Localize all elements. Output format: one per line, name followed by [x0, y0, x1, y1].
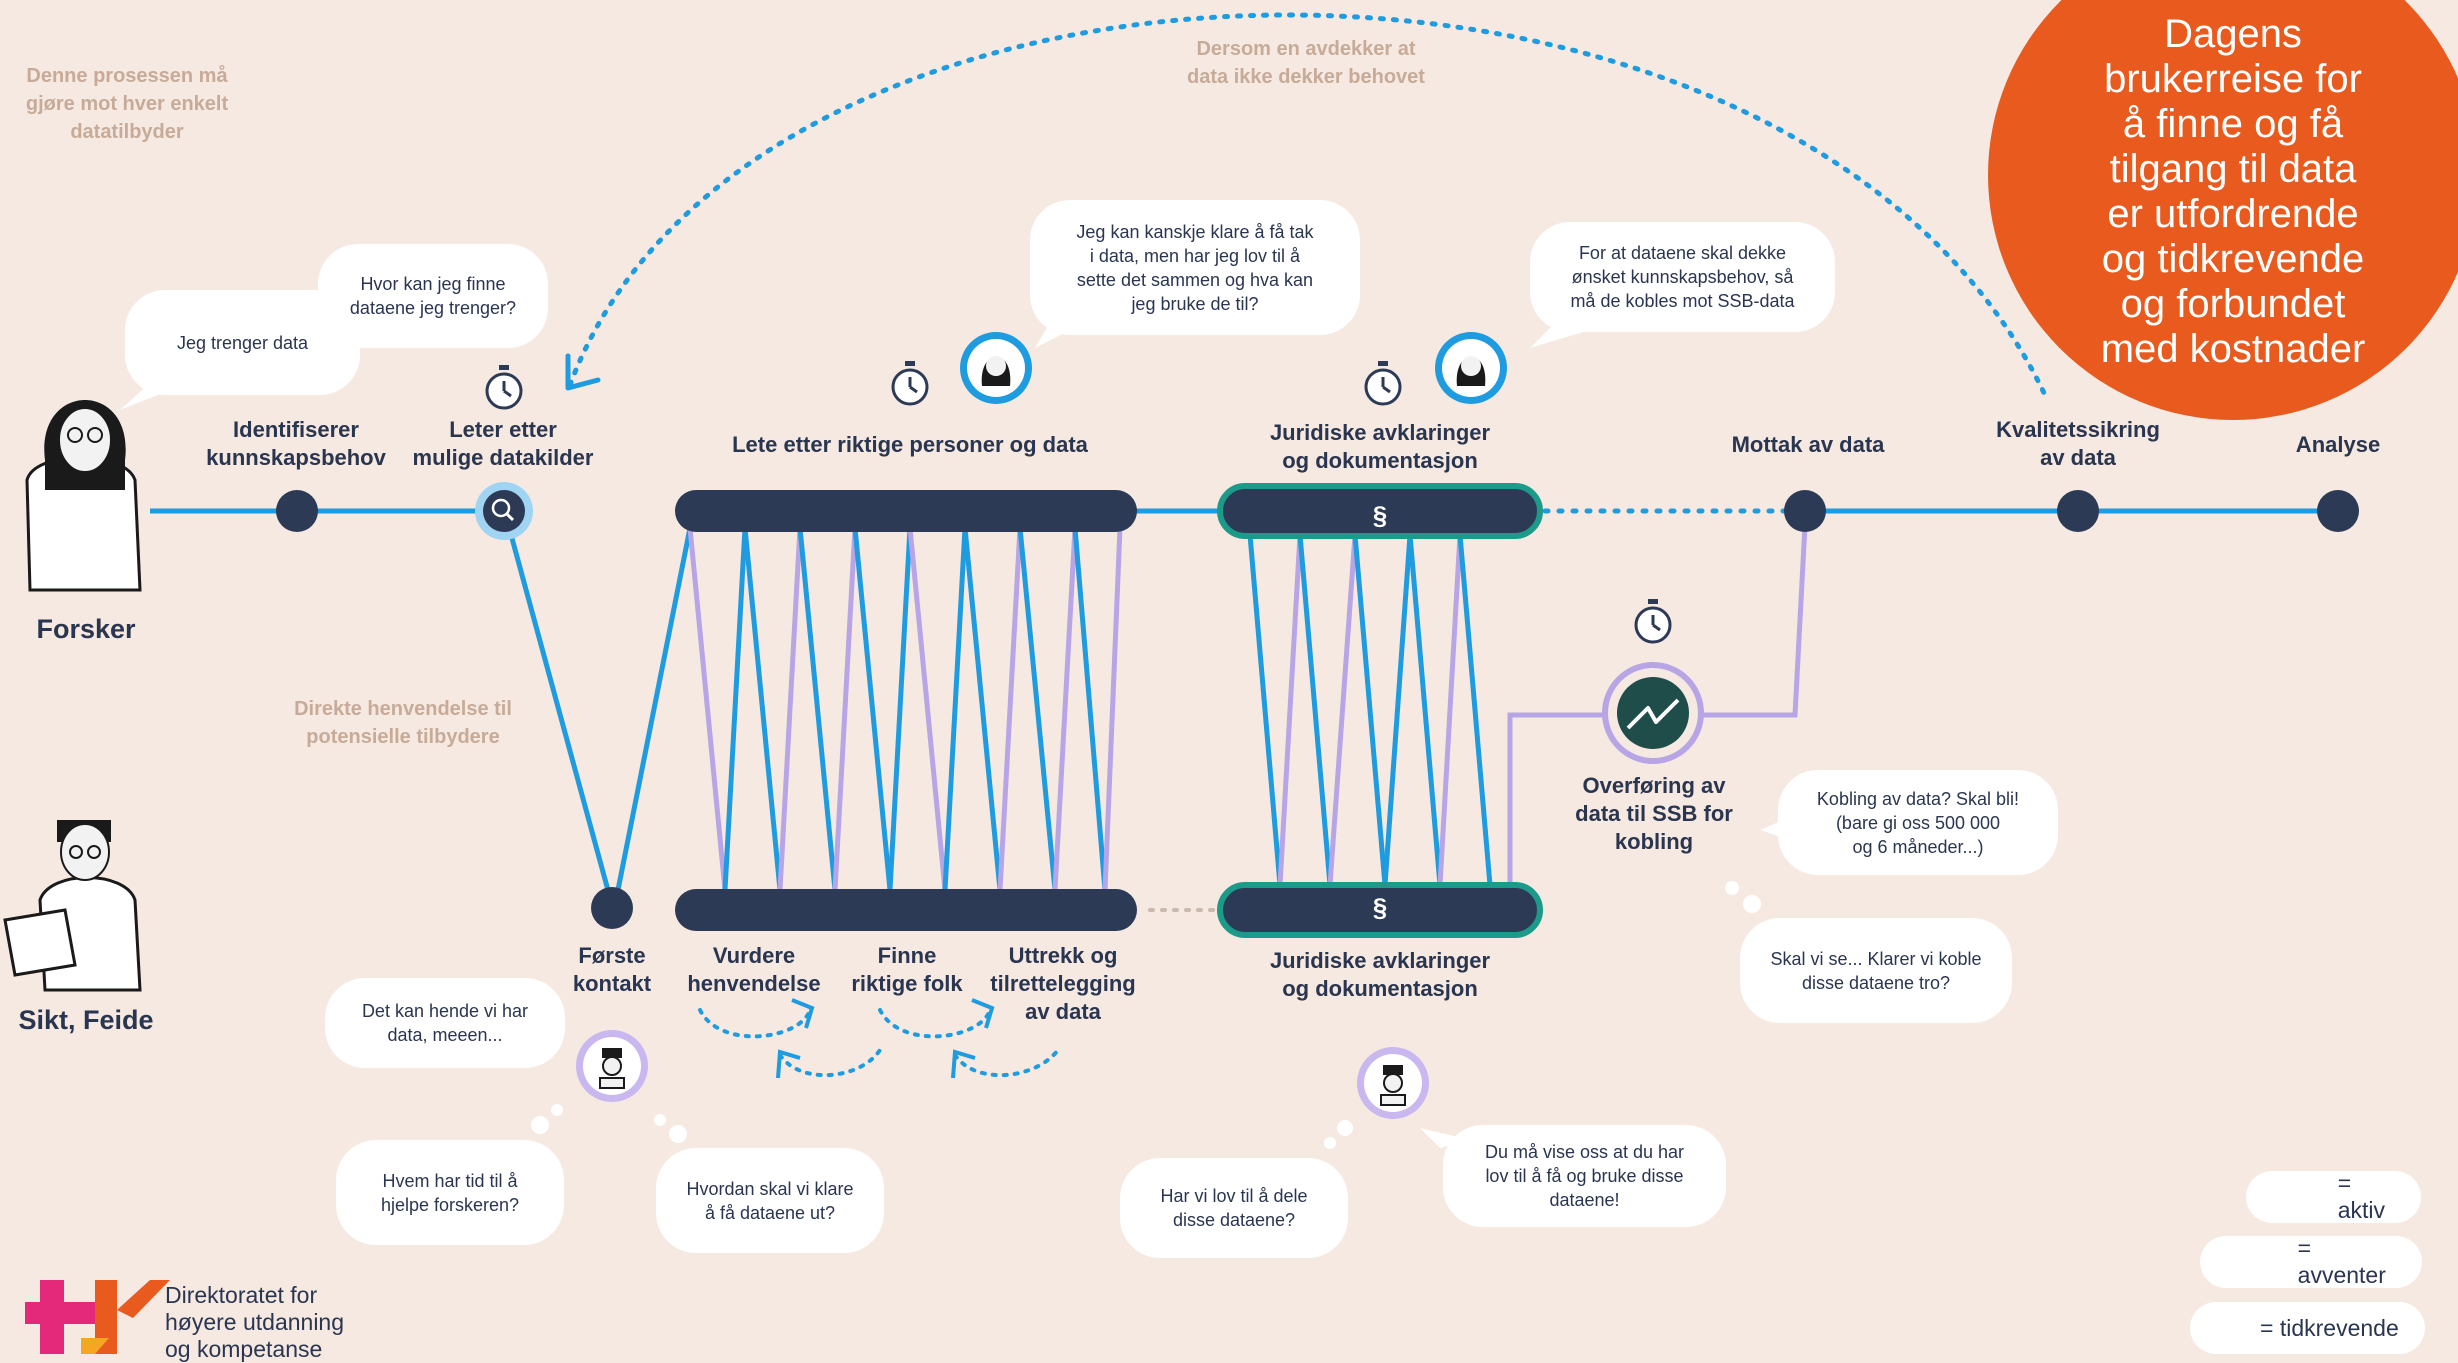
bar-legal-bottom — [1217, 882, 1543, 938]
step-transfer: Overføring av data til SSB for kobling — [1575, 773, 1733, 854]
researcher-avatar — [960, 332, 1032, 404]
legend-active: = aktiv — [2246, 1170, 2421, 1223]
node-first-contact — [591, 887, 633, 929]
loop-note: Dersom en avdekker at data ikke dekker b… — [1187, 38, 1425, 88]
provider-avatar — [576, 1030, 648, 1102]
hkdir-logo-text: Direktoratet for høyere utdanning og kom… — [165, 1282, 345, 1362]
loop-arrow-head — [565, 353, 601, 391]
loop-arrow-arc — [567, 12, 2048, 398]
step-search: Leter etter mulige datakilder — [412, 417, 594, 470]
line-transfer-receive — [1695, 524, 1808, 718]
node-quality — [2057, 490, 2099, 532]
actor-researcher: Forsker — [36, 614, 136, 644]
process-note: Denne prosessen må gjøre mot hver enkelt… — [25, 65, 229, 143]
bubble-allowed: Jeg kan kanskje klare å få tak i data, m… — [1030, 200, 1360, 335]
step-first-contact: Første kontakt — [572, 943, 652, 996]
step-analysis: Analyse — [2295, 432, 2381, 457]
node-search — [483, 490, 525, 532]
stopwatch-icon — [485, 365, 523, 410]
step-receive: Mottak av data — [1731, 432, 1885, 457]
bar-extract-bottom — [675, 889, 1137, 931]
bubble-how-out: Hvordan skal vi klare å få dataene ut? — [656, 1148, 884, 1253]
bubble-trust: Skal vi se... Klarer vi koble disse data… — [1740, 918, 2012, 1023]
step-identify: Identifiserer kunnskapsbehov — [206, 417, 386, 470]
line-search-contact — [504, 519, 615, 906]
step-legal-bottom: Juridiske avklaringer og dokumentasjon — [1269, 948, 1491, 1001]
node-receive — [1784, 490, 1826, 532]
step-extract: Uttrekk og tilrettelegging av data — [990, 943, 1136, 1024]
stopwatch-icon — [891, 361, 929, 406]
direct-contact-note: Direkte henvendelse til potensielle tilb… — [294, 698, 512, 748]
transfer-icon — [1626, 698, 1680, 730]
headline-circle: Dagens brukerreise for å finne og få til… — [1988, 0, 2458, 420]
loop-arrow-small — [878, 1008, 992, 1039]
zigzag-right — [1247, 534, 1493, 886]
researcher-avatar — [1435, 332, 1507, 404]
step-quality: Kvalitetssikring av data — [1996, 417, 2160, 470]
bar-legal-top — [1217, 483, 1543, 539]
bubble-show-us: Du må vise oss at du har lov til å få og… — [1443, 1125, 1726, 1227]
legal-section-symbol: § — [1372, 500, 1388, 531]
bubble-who-time: Hvem har tid til å hjelpe forskeren? — [336, 1140, 564, 1245]
provider-illustration — [3, 820, 142, 992]
loop-arrow-small — [778, 1048, 882, 1077]
legend-time: = tidkrevende — [2190, 1302, 2425, 1354]
line-contact-bar — [612, 527, 693, 906]
step-legal-top: Juridiske avklaringer og dokumentasjon — [1269, 420, 1491, 473]
step-find-people-data: Lete etter riktige personer og data — [732, 432, 1088, 457]
stopwatch-icon — [1634, 599, 1672, 644]
step-assess: Vurdere henvendelse — [687, 943, 821, 996]
loop-arrow-small — [698, 1008, 812, 1039]
bubble-share-allowed: Har vi lov til å dele disse dataene? — [1120, 1158, 1348, 1258]
node-identify — [276, 490, 318, 532]
bubble-link-data: Kobling av data? Skal bli! (bare gi oss … — [1778, 770, 2058, 875]
search-icon — [491, 498, 511, 518]
provider-avatar — [1357, 1047, 1429, 1119]
legend-waiting: = avventer — [2200, 1235, 2422, 1288]
step-find-people: Finne riktige folk — [851, 943, 963, 996]
actor-provider: Sikt, Feide — [18, 1005, 154, 1035]
bubble-where-find: Hvor kan jeg finne dataene jeg trenger? — [318, 244, 548, 348]
zigzag-left — [687, 527, 1123, 891]
legal-section-symbol: § — [1372, 892, 1388, 923]
bar-find-top — [675, 490, 1137, 532]
bubble-maybe-data: Det kan hende vi har data, meeen... — [325, 978, 565, 1068]
researcher-illustration — [25, 400, 142, 592]
stopwatch-icon — [1364, 361, 1402, 406]
node-analysis — [2317, 490, 2359, 532]
bubble-combine-ssb: For at dataene skal dekke ønsket kunnska… — [1530, 222, 1835, 332]
loop-arrow-small — [953, 1048, 1060, 1077]
hkdir-logo-mark — [25, 1280, 170, 1354]
